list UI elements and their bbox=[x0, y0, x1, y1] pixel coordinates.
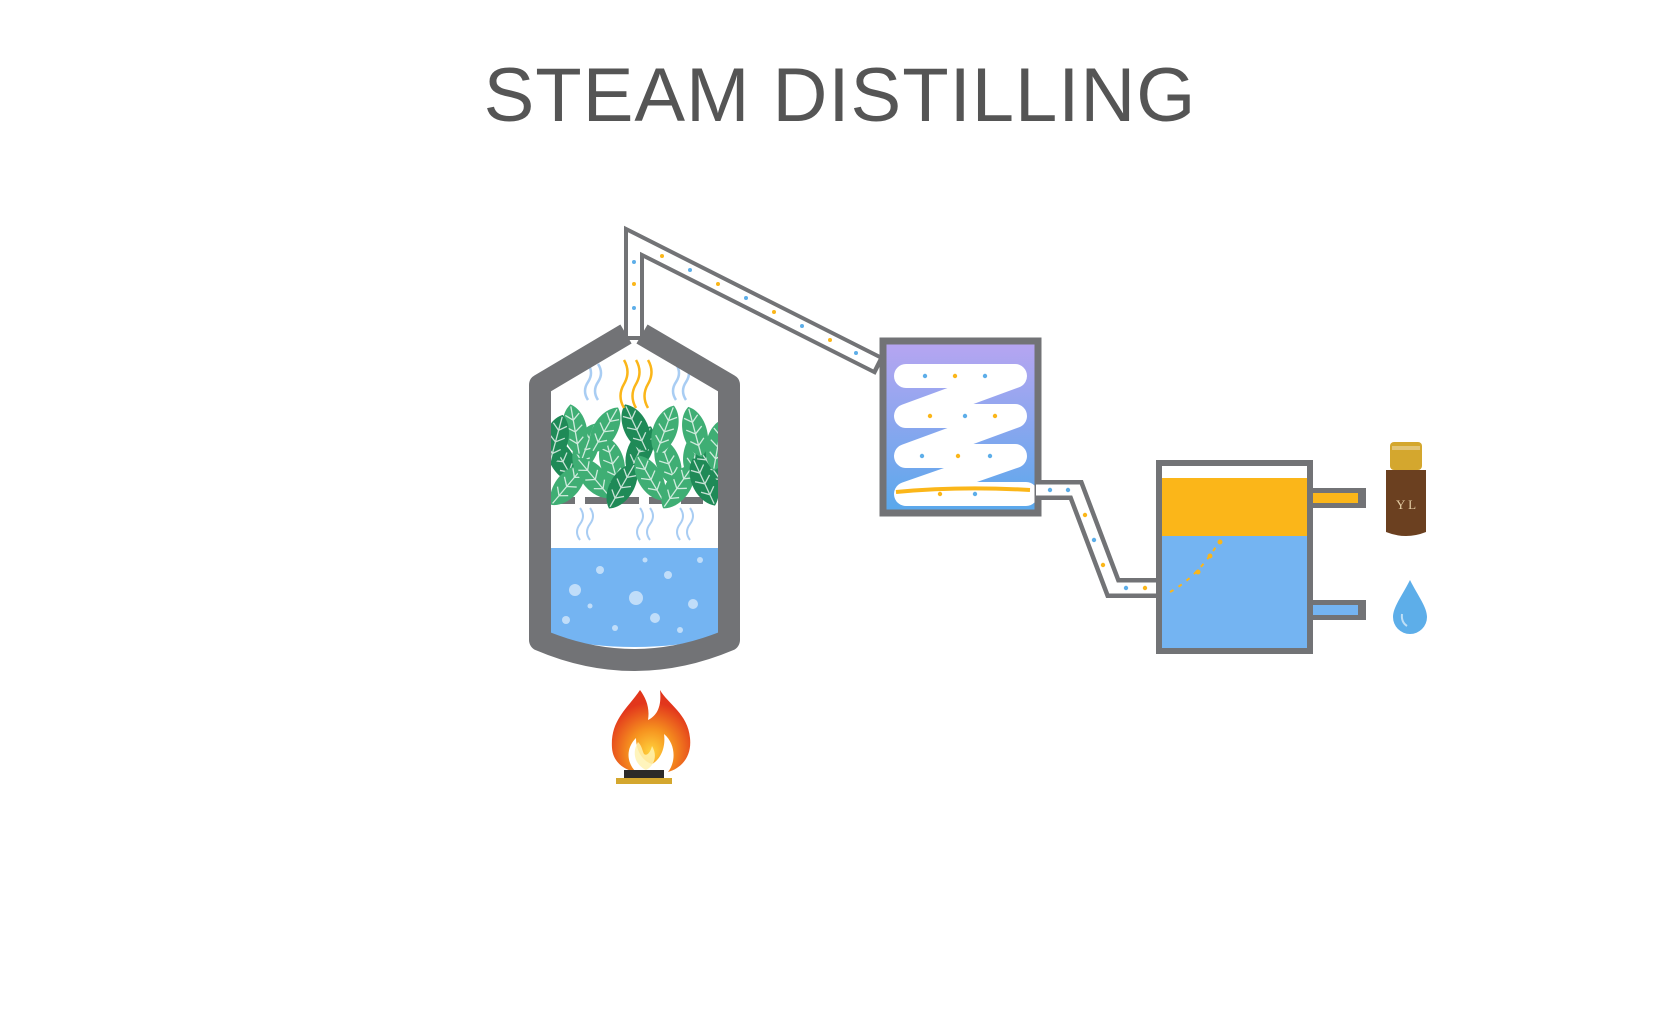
leaf bbox=[651, 405, 679, 455]
vapor-pipe bbox=[624, 225, 885, 375]
steam-lower bbox=[576, 507, 694, 541]
condensate-particles bbox=[1047, 487, 1148, 591]
boiler-vessel bbox=[529, 324, 740, 671]
boiler-wall bbox=[529, 324, 740, 671]
droplet-icon bbox=[1393, 580, 1427, 634]
leaf bbox=[562, 404, 588, 456]
condenser bbox=[879, 337, 1042, 517]
separator-wall bbox=[1156, 460, 1313, 654]
leaf bbox=[682, 406, 708, 458]
boiler-bubbles bbox=[562, 557, 703, 633]
leaf bbox=[689, 458, 718, 506]
burner bbox=[611, 690, 691, 784]
flame-icon bbox=[611, 690, 691, 772]
leaf bbox=[606, 463, 638, 509]
separator bbox=[1156, 460, 1366, 654]
condenser-wall bbox=[879, 337, 1042, 517]
plant-material bbox=[551, 404, 718, 509]
page-title: STEAM DISTILLING bbox=[483, 53, 1197, 138]
condensate-pipe bbox=[1036, 480, 1162, 598]
leaf bbox=[551, 414, 569, 466]
steam-upper bbox=[583, 359, 691, 409]
coil-particles bbox=[919, 373, 998, 497]
leaf bbox=[551, 465, 586, 505]
leaf bbox=[661, 465, 695, 509]
separator-water-layer bbox=[1162, 536, 1307, 648]
vapor-particles bbox=[632, 254, 858, 355]
bottle-icon: Y L bbox=[1386, 442, 1426, 536]
bottle-label: Y L bbox=[1396, 497, 1416, 512]
leaf bbox=[621, 404, 651, 452]
leaf bbox=[576, 458, 612, 498]
separator-oil-layer bbox=[1162, 478, 1307, 536]
condenser-coil bbox=[894, 364, 1038, 506]
leaf bbox=[705, 419, 718, 471]
leaf bbox=[589, 407, 621, 453]
leaf bbox=[634, 455, 666, 501]
